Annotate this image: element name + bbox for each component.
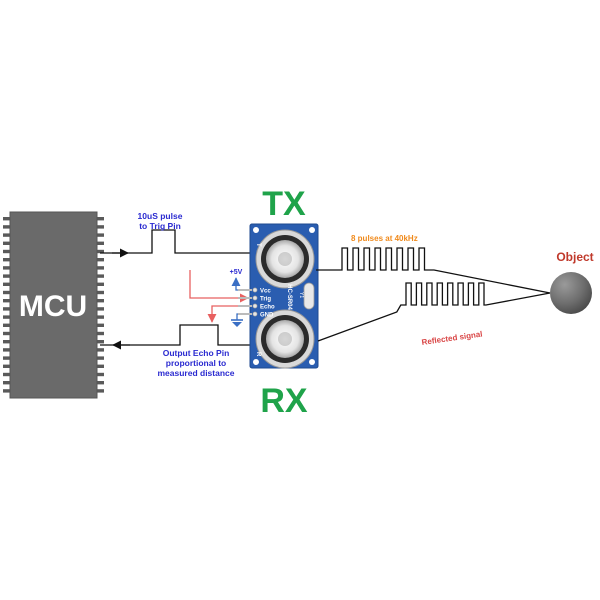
trigger-pulse-waveform (100, 229, 250, 254)
mcu-pin-right (96, 274, 104, 278)
mcu-pin-right (96, 315, 104, 319)
mcu-pin-left (3, 331, 11, 336)
mcu-pin-left (3, 381, 11, 385)
reflected-wave (317, 282, 551, 342)
board-model-label: HC-SR04 (286, 284, 292, 310)
mcu-chip: MCU (3, 211, 104, 399)
mcu-pin-right (96, 282, 104, 286)
pin-label-gnd: GND (260, 313, 274, 319)
mcu-pin-left (3, 389, 11, 393)
mcu-pins (3, 217, 104, 393)
mount-hole-bottom-left (253, 359, 259, 365)
mcu-pin-left (3, 356, 11, 360)
mcu-pin-left (3, 258, 11, 262)
tx-wave-label: 8 pulses at 40kHz (351, 234, 418, 243)
mcu-pin-right (96, 331, 104, 336)
target-object: Object (550, 250, 594, 314)
echo-label-line2: proportional to (166, 358, 226, 368)
trig-pin-arrow (189, 270, 249, 303)
ground-icon (231, 319, 243, 327)
mcu-label: MCU (19, 290, 87, 323)
mcu-pin-right (96, 323, 104, 327)
mcu-pin-left (3, 274, 11, 278)
echo-label-line3: measured distance (157, 368, 234, 378)
mcu-pin-right (96, 225, 104, 229)
power-label: +5V (230, 269, 243, 276)
board-t-mark: T (255, 243, 261, 247)
trigger-label-line1: 10uS pulse (138, 211, 183, 221)
mcu-pin-right (96, 389, 104, 393)
pin-pad (252, 295, 258, 301)
trigger-label-line2: to Trig Pin (139, 221, 181, 231)
tx-label: TX (262, 185, 306, 223)
mcu-pin-right (96, 372, 104, 377)
echo-pin-arrow (207, 305, 248, 323)
header-pin-trig (238, 297, 252, 299)
pin-label-vcc: Vcc (260, 289, 271, 295)
mcu-pin-left (3, 323, 11, 327)
object-label: Object (556, 250, 593, 264)
mcu-pin-left (3, 348, 11, 352)
mcu-pin-left (3, 217, 11, 221)
mcu-pin-right (96, 241, 104, 245)
echo-signal: Output Echo Pin proportional to measured… (100, 324, 250, 378)
pin-label-trig: Trig (260, 297, 271, 303)
transmitted-wave (316, 247, 551, 294)
mcu-pin-left (3, 233, 11, 237)
mcu-pin-left (3, 364, 11, 368)
object-sphere (550, 272, 592, 314)
header-pin-echo (238, 305, 252, 307)
mcu-pin-left (3, 241, 11, 245)
mcu-pin-right (96, 299, 104, 303)
rx-wave-label: Reflected signal (421, 330, 483, 347)
mcu-body (9, 211, 98, 399)
echo-label-line1: Output Echo Pin (163, 348, 230, 358)
mount-hole-top-left (253, 227, 259, 233)
mcu-pin-left (3, 299, 11, 303)
pin-pad (252, 287, 258, 293)
vcc-wire (231, 277, 248, 291)
mcu-pin-left (3, 282, 11, 286)
mcu-pin-right (96, 348, 104, 352)
mcu-pin-left (3, 249, 11, 254)
mcu-pin-left (3, 372, 11, 377)
crystal (303, 282, 315, 310)
mcu-pin-left (3, 340, 11, 344)
mount-hole-top-right (309, 227, 315, 233)
mcu-pin-left (3, 225, 11, 229)
mcu-pin-left (3, 315, 11, 319)
header-pin-gnd (238, 313, 252, 315)
mcu-pin-right (96, 217, 104, 221)
mcu-pin-right (96, 356, 104, 360)
mcu-pin-right (96, 266, 104, 270)
receiver-transducer (255, 309, 315, 369)
pin-label-echo: Echo (260, 305, 275, 311)
board-r-mark: R (255, 352, 261, 357)
board-y1-mark: Y1 (298, 292, 304, 298)
mcu-pin-right (96, 249, 104, 254)
pin-connection-arrows (189, 270, 249, 323)
mcu-pin-right (96, 381, 104, 385)
pin-pad (252, 303, 258, 309)
mcu-pin-right (96, 258, 104, 262)
mcu-pin-right (96, 290, 104, 295)
transmitter-transducer (255, 229, 315, 289)
mcu-pin-right (96, 340, 104, 344)
mcu-pin-left (3, 290, 11, 295)
mcu-pin-left (3, 307, 11, 311)
header-pin-vcc (238, 289, 252, 291)
mcu-pin-right (96, 364, 104, 368)
rx-label: RX (260, 382, 308, 420)
echo-pulse-waveform (100, 324, 250, 346)
trigger-signal: 10uS pulse to Trig Pin (100, 211, 250, 258)
mount-hole-bottom-right (309, 359, 315, 365)
mcu-pin-right (96, 307, 104, 311)
mcu-pin-left (3, 266, 11, 270)
mcu-pin-right (96, 233, 104, 237)
pin-pad (252, 311, 258, 317)
